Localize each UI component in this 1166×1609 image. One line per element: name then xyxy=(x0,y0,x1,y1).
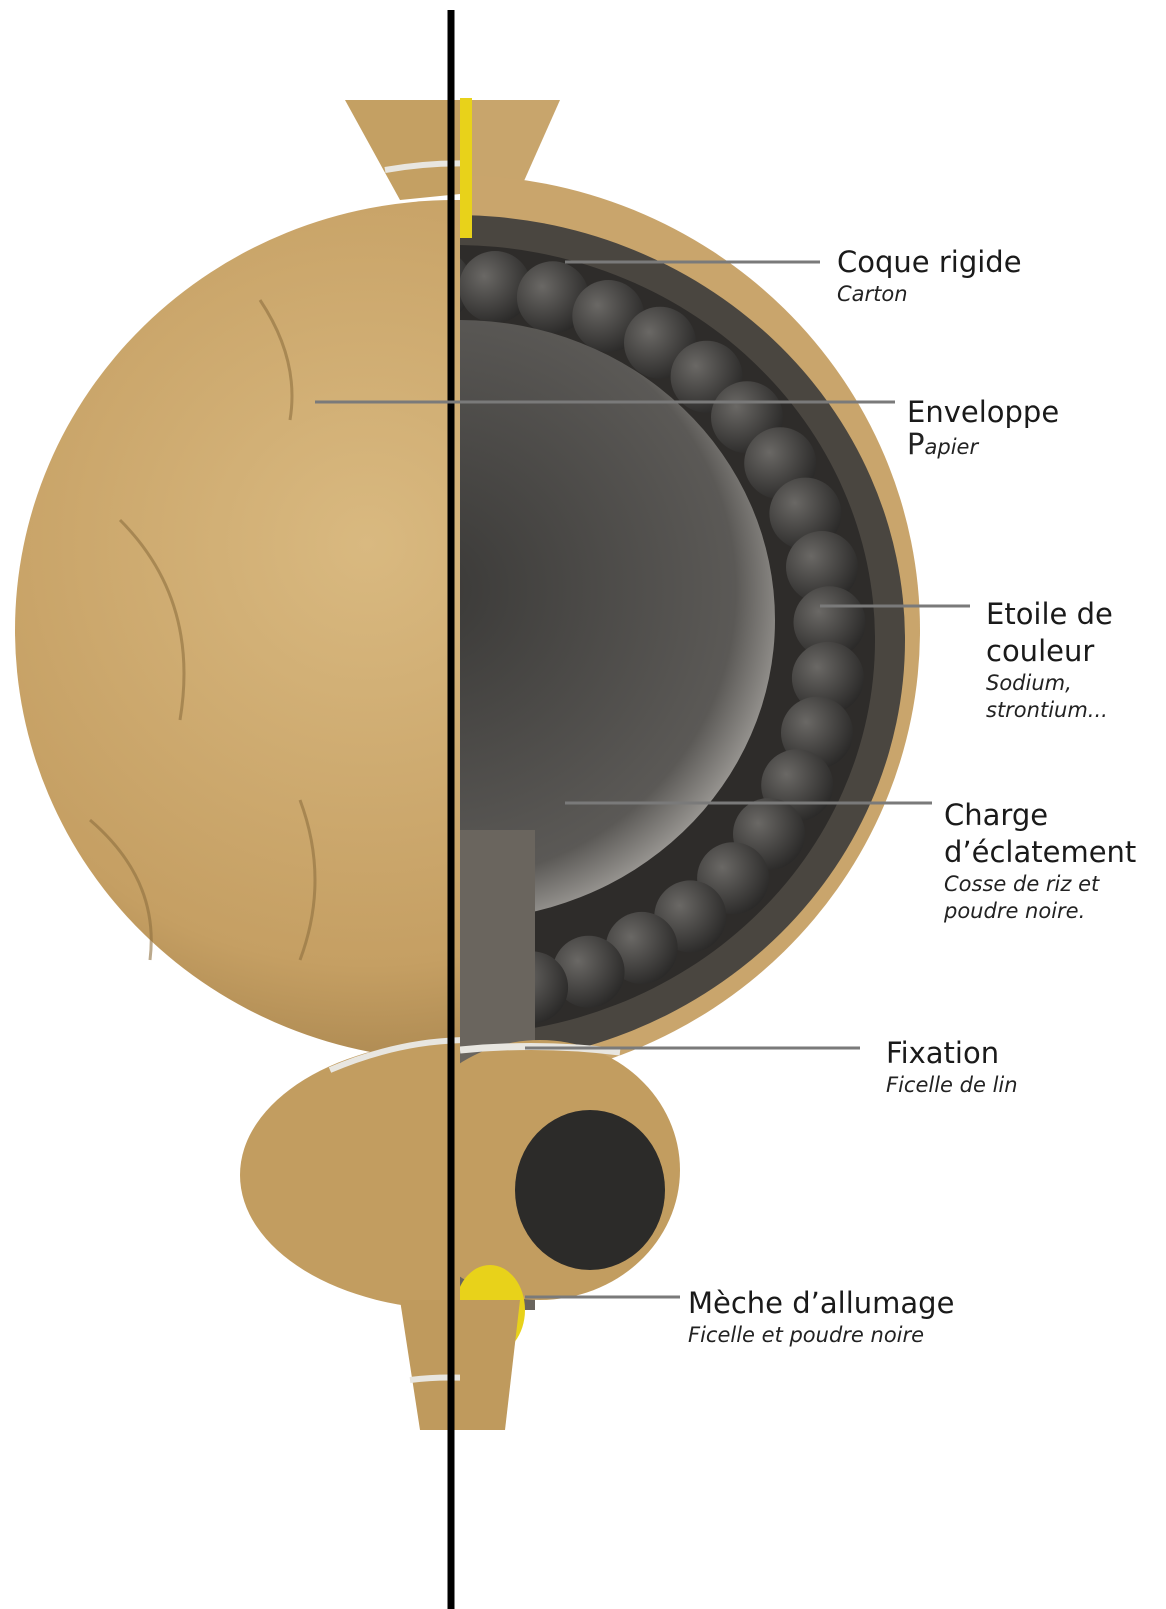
label-title: Enveloppe xyxy=(907,394,1059,431)
label-subtitle-line-2: strontium... xyxy=(986,697,1113,724)
lower-chamber-powder xyxy=(515,1110,665,1270)
label-subtitle-line-1: Cosse de riz et xyxy=(944,871,1136,898)
label-subtitle-line-1: Sodium, xyxy=(986,670,1113,697)
label-enveloppe: Enveloppe Papier xyxy=(907,394,1059,461)
label-subtitle-rest: apier xyxy=(925,435,979,459)
yellow-fuse xyxy=(458,98,472,238)
label-coque-rigide: Coque rigide Carton xyxy=(837,244,1022,308)
label-subtitle-line-2: poudre noire. xyxy=(944,898,1136,925)
label-subtitle: Papier xyxy=(907,431,1059,461)
label-title: Coque rigide xyxy=(837,244,1022,281)
label-charge-eclatement: Charge d’éclatement Cosse de riz et poud… xyxy=(944,797,1136,925)
label-etoile-de-couleur: Etoile de couleur Sodium, strontium... xyxy=(986,596,1113,724)
label-title-line-2: d’éclatement xyxy=(944,834,1136,871)
label-subtitle: Ficelle et poudre noire xyxy=(688,1322,954,1349)
label-subtitle: Carton xyxy=(837,281,1022,308)
label-title: Fixation xyxy=(886,1035,1018,1072)
label-title-line-1: Etoile de xyxy=(986,596,1113,633)
label-meche-allumage: Mèche d’allumage Ficelle et poudre noire xyxy=(688,1285,954,1349)
label-subtitle: Ficelle de lin xyxy=(886,1072,1018,1099)
label-fixation: Fixation Ficelle de lin xyxy=(886,1035,1018,1099)
label-subtitle-initial: P xyxy=(907,427,925,461)
label-title-line-1: Charge xyxy=(944,797,1136,834)
label-title-line-2: couleur xyxy=(986,633,1113,670)
label-title: Mèche d’allumage xyxy=(688,1285,954,1322)
